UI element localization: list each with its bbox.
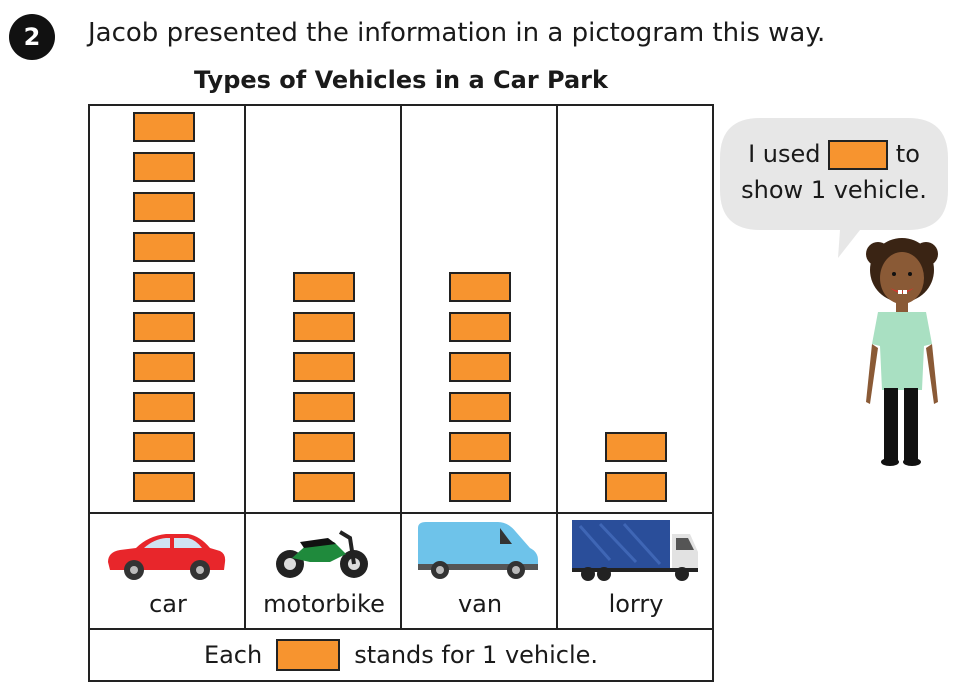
pictogram-table: car motorbike van lorry Each stands for 1 v… (88, 104, 714, 682)
speech-line2: show 1 vehicle. (741, 176, 927, 204)
key-text-after: stands for 1 vehicle. (354, 641, 599, 669)
lorry-icon (572, 520, 698, 581)
column-divider (244, 106, 246, 630)
pictogram-symbol-motorbike (293, 472, 355, 502)
speech-symbol (828, 140, 889, 170)
category-label-lorry: lorry (608, 590, 664, 618)
car-icon (108, 534, 226, 580)
pictogram-symbol-van (449, 432, 511, 462)
pictogram-symbol-motorbike (293, 432, 355, 462)
key-symbol (276, 639, 341, 671)
pictogram-symbol-van (449, 312, 511, 342)
category-label-car: car (149, 590, 187, 618)
speech-bubble (720, 118, 948, 258)
key-text-before: Each (203, 641, 263, 669)
speech-before: I used (748, 140, 821, 168)
pictogram-symbol-van (449, 352, 511, 382)
pictogram-symbol-motorbike (293, 392, 355, 422)
pictogram-symbol-lorry (605, 472, 667, 502)
pictogram-symbol-motorbike (293, 352, 355, 382)
speech-after: to (895, 140, 920, 168)
pictogram-symbol-car (133, 272, 195, 302)
category-label-van: van (457, 590, 503, 618)
pictogram-symbol-motorbike (293, 312, 355, 342)
pictogram-symbol-car (133, 112, 195, 142)
speech-text: I used to show 1 vehicle. (734, 136, 934, 208)
question-number: 2 (9, 14, 55, 60)
pictogram-symbol-car (133, 192, 195, 222)
pictogram-key: Each stands for 1 vehicle. (90, 630, 712, 680)
pictogram-symbol-lorry (605, 432, 667, 462)
question-prompt: Jacob presented the information in a pic… (88, 18, 826, 48)
column-divider (556, 106, 558, 630)
motorbike-icon (276, 530, 368, 578)
column-divider (400, 106, 402, 630)
pictogram-symbol-car (133, 392, 195, 422)
pictogram-symbol-car (133, 432, 195, 462)
pictogram-symbol-car (133, 352, 195, 382)
pictogram-symbol-van (449, 272, 511, 302)
pictogram-symbol-car (133, 312, 195, 342)
pictogram-symbol-car (133, 472, 195, 502)
category-label-motorbike: motorbike (263, 590, 385, 618)
jacob-character-icon (866, 238, 938, 466)
van-icon (418, 522, 538, 579)
pictogram-symbol-van (449, 472, 511, 502)
pictogram-symbol-car (133, 232, 195, 262)
chart-title: Types of Vehicles in a Car Park (194, 66, 608, 94)
pictogram-symbol-van (449, 392, 511, 422)
pictogram-symbol-motorbike (293, 272, 355, 302)
pictogram-symbol-car (133, 152, 195, 182)
